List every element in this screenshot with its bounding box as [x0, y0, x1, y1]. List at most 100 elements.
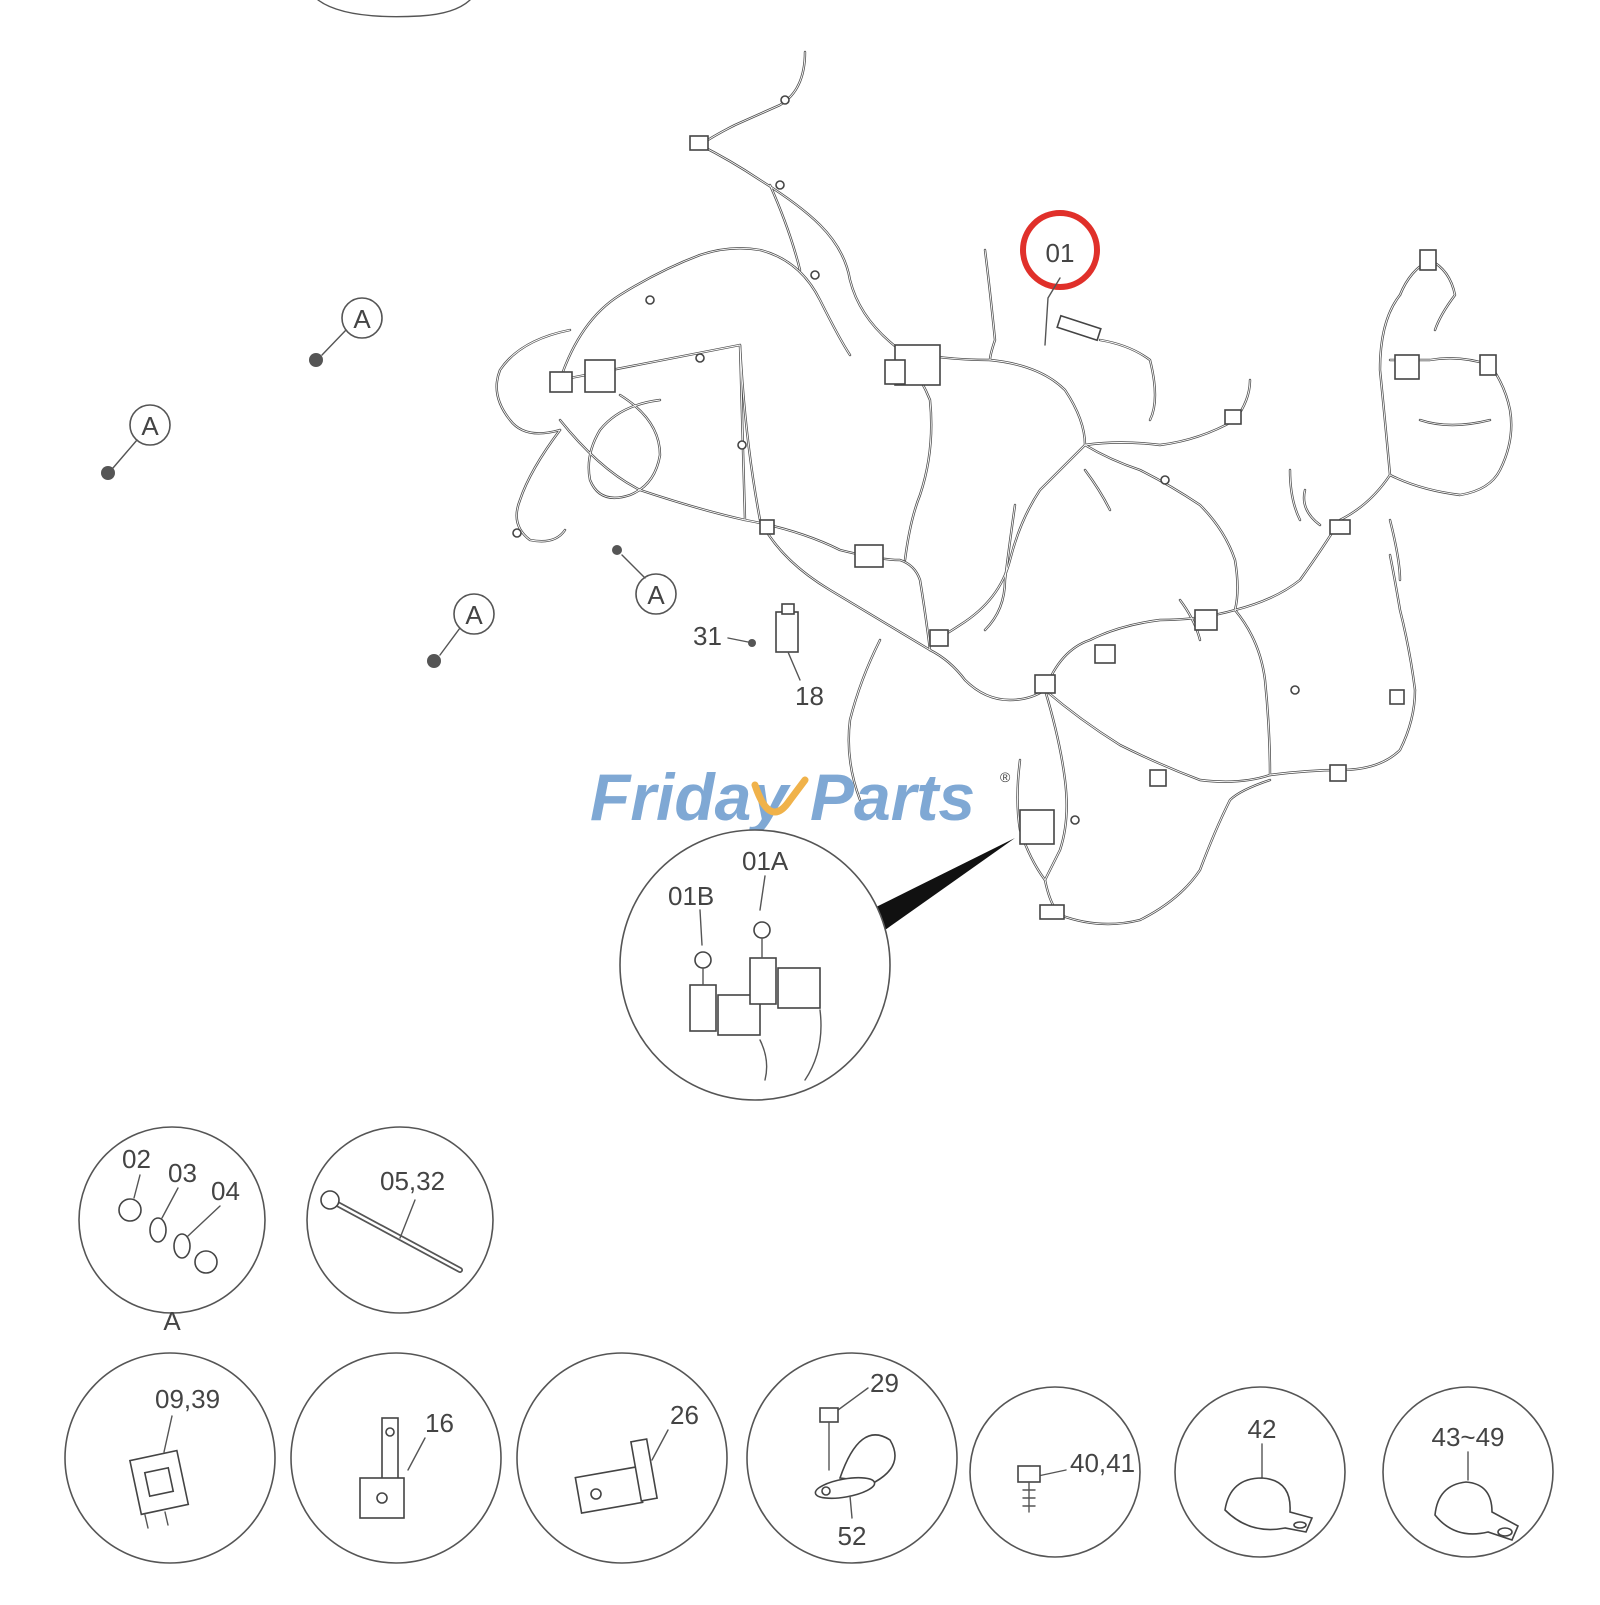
- wire-segment: [1302, 488, 1322, 527]
- wire-core: [496, 329, 571, 434]
- wire-segment: [1288, 468, 1302, 522]
- wire-segment: [1233, 608, 1272, 777]
- label-01b: 01B: [668, 881, 714, 911]
- wire-core: [1289, 469, 1301, 521]
- connector-01b-icon: [689, 951, 768, 1081]
- part-31-18: 31 18: [693, 603, 824, 711]
- label-52: 52: [838, 1521, 867, 1551]
- connector-detail: 01B 01A: [619, 829, 1015, 1101]
- wire-core: [1044, 689, 1068, 881]
- screw-icon: [748, 639, 756, 647]
- wire-core: [934, 444, 1086, 641]
- nut-icon: [427, 654, 441, 668]
- watermark: Friday Parts ®: [590, 760, 1011, 834]
- wire-core: [1379, 294, 1401, 476]
- wire-segment: [1043, 688, 1272, 783]
- bracket-icon: [574, 1438, 659, 1515]
- callout-a-label: A: [647, 580, 665, 610]
- label-16: 16: [425, 1408, 454, 1438]
- wire-core: [559, 247, 851, 381]
- wire-core: [1044, 779, 1271, 925]
- wire-segment: [738, 343, 932, 652]
- wire-core: [699, 51, 806, 146]
- wire-segment: [1388, 518, 1402, 582]
- nut-icon: [612, 545, 622, 555]
- highlight-circle: [1020, 210, 1100, 290]
- callout-a-label: A: [141, 411, 159, 441]
- wire-core: [984, 504, 1016, 631]
- wire-core: [739, 344, 931, 651]
- wire-core: [559, 419, 931, 651]
- bracket-icon: [359, 1417, 405, 1519]
- wire-segment: [1388, 363, 1513, 497]
- wire-core: [848, 639, 881, 801]
- wire-core: [1389, 554, 1416, 691]
- label-a-caption: A: [163, 1306, 181, 1336]
- bracket-18-icon: [775, 611, 799, 653]
- label-04: 04: [211, 1176, 240, 1206]
- label-02: 02: [122, 1144, 151, 1174]
- wire-core: [984, 249, 996, 361]
- wire-core: [1084, 444, 1238, 611]
- leader-01: [1044, 277, 1061, 346]
- nut-icon: [309, 353, 323, 367]
- label-01: 01: [1046, 238, 1075, 268]
- clamp-icon: [1434, 1481, 1520, 1541]
- label-18: 18: [795, 681, 824, 711]
- wire-segment: [1043, 778, 1272, 926]
- wire-core: [1084, 469, 1111, 511]
- callout-a-label: A: [465, 600, 483, 630]
- wire-core: [769, 184, 801, 271]
- label-29: 29: [870, 1368, 899, 1398]
- detail-clamp-42: 42: [1174, 1386, 1346, 1558]
- detail-bolt-40-41: 40,41: [969, 1386, 1141, 1558]
- callout-a-label: A: [353, 304, 371, 334]
- callout-a-4: A: [427, 593, 495, 668]
- detail-bracket-16: 16: [290, 1352, 502, 1564]
- wire-core: [1399, 259, 1456, 331]
- wire-segment: [983, 503, 1017, 632]
- wire-core: [929, 649, 1046, 701]
- wire-harness: [495, 50, 1513, 926]
- callout-a-1: A: [309, 297, 383, 367]
- label-42: 42: [1248, 1414, 1277, 1444]
- label-43-49: 43~49: [1431, 1422, 1504, 1452]
- watermark-mark: ®: [1000, 769, 1011, 785]
- wire-core: [1044, 689, 1271, 783]
- wire-segment: [515, 428, 567, 543]
- clamp-icon: [1224, 1477, 1314, 1533]
- callout-a-3: A: [612, 545, 677, 615]
- connector-icon: [128, 1449, 190, 1529]
- nut-icon: [101, 466, 115, 480]
- watermark-text-2: Parts: [810, 760, 975, 834]
- partial-outline: [317, 0, 471, 18]
- wire-core: [1269, 689, 1416, 776]
- label-40-41: 40,41: [1070, 1448, 1135, 1478]
- wire-core: [1419, 419, 1491, 426]
- wire-segment: [1098, 338, 1157, 422]
- detail-bracket-26: 26: [516, 1352, 728, 1564]
- bolt-icon: [1017, 1465, 1041, 1513]
- wire-core: [1084, 379, 1251, 446]
- washer-icon: [173, 1233, 191, 1259]
- detail-tie: 05,32: [306, 1126, 494, 1314]
- wire-segment: [1378, 293, 1402, 477]
- wire-core: [1303, 489, 1321, 526]
- detail-clamp-43-49: 43~49: [1382, 1386, 1554, 1558]
- label-01a: 01A: [742, 846, 789, 876]
- detail-pointer: [870, 838, 1015, 930]
- detail-connector-09-39: 09,39: [64, 1352, 276, 1564]
- wire-core: [1179, 599, 1201, 641]
- nut-icon: [194, 1250, 218, 1274]
- label-31: 31: [693, 621, 722, 651]
- highlight-01: 01: [1020, 210, 1100, 346]
- wire-segment: [1233, 473, 1392, 612]
- wire-core: [1234, 609, 1271, 776]
- label-03: 03: [168, 1158, 197, 1188]
- label-26: 26: [670, 1400, 699, 1430]
- wire-core: [1389, 519, 1401, 581]
- detail-a-hardware: 02 03 04 A: [78, 1126, 266, 1336]
- wire-core: [1389, 364, 1512, 496]
